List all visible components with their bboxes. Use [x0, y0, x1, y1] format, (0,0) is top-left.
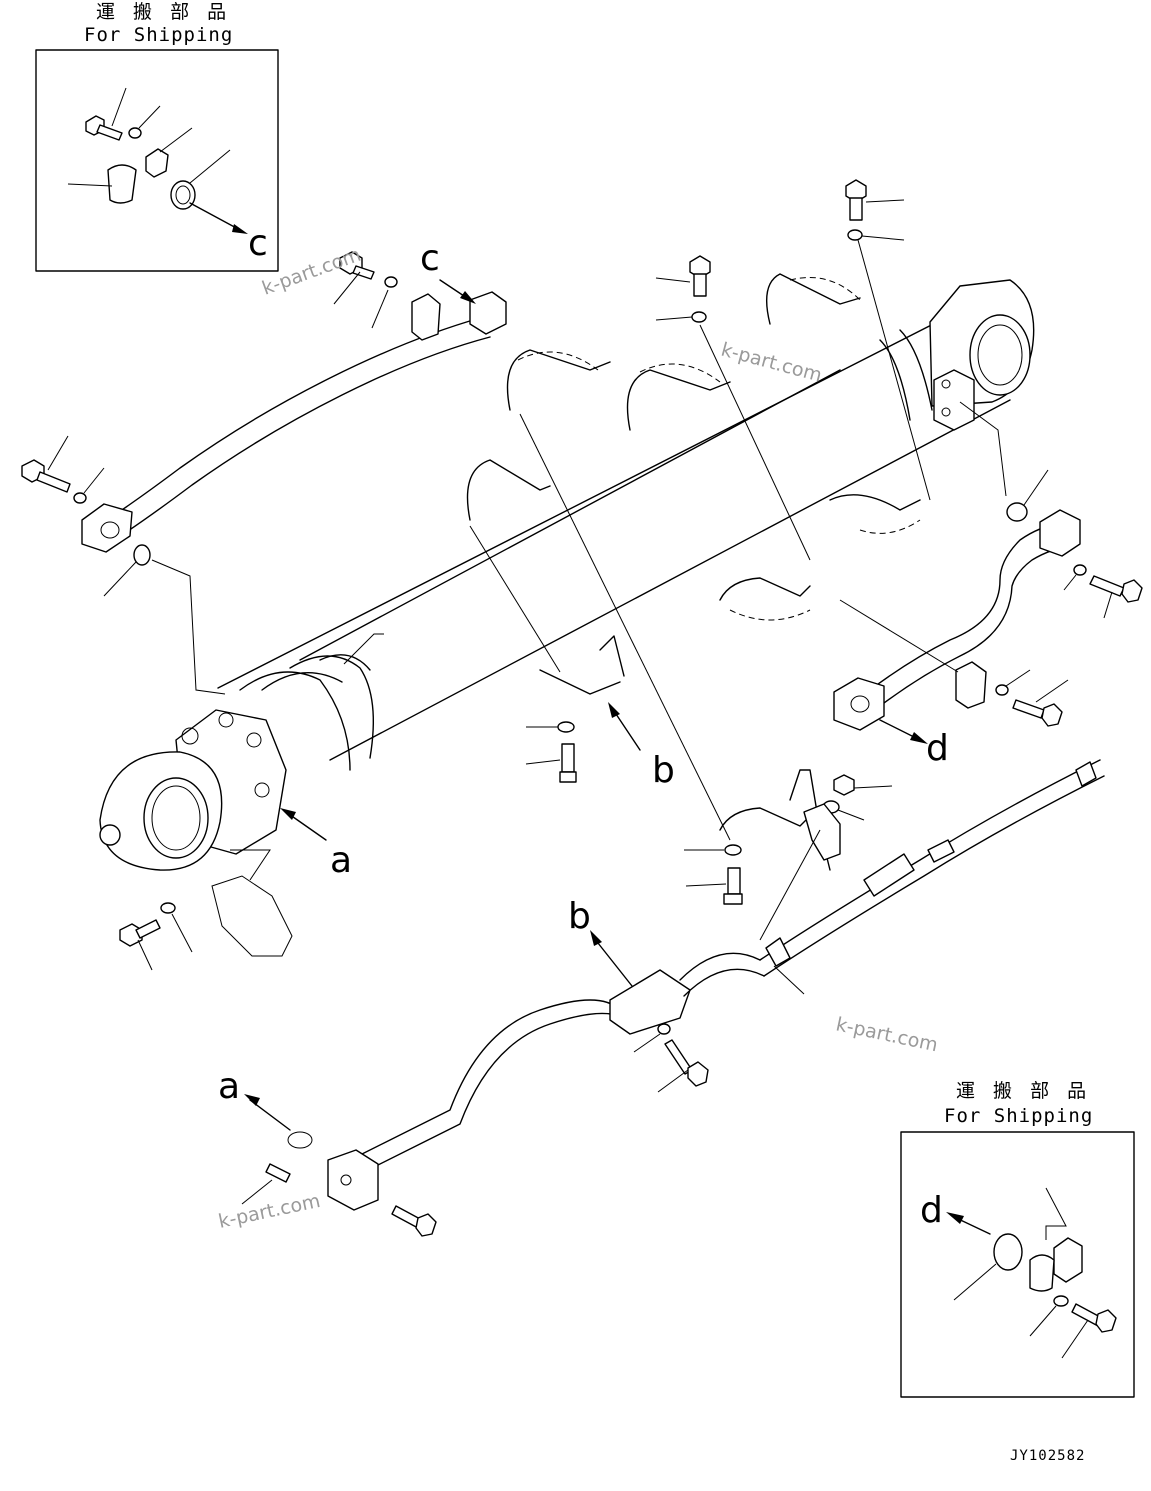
washer-icon	[724, 844, 742, 856]
hydraulic-cylinder	[99, 279, 1035, 871]
ref-letter-d-box: d	[920, 1190, 943, 1231]
bolt-icon	[561, 743, 575, 773]
flange-d-icon	[833, 677, 885, 731]
watermark-3: k-part.com	[834, 1013, 940, 1056]
arrow-to-c	[189, 202, 241, 231]
washer-icon	[1073, 564, 1087, 576]
elbow-fitting	[765, 937, 791, 967]
pin-icon	[265, 1163, 291, 1183]
washer-icon	[73, 492, 87, 504]
upper-tube	[81, 291, 507, 553]
bottom-eye-bushing	[969, 314, 1031, 396]
split-flange-icon	[1053, 1237, 1083, 1283]
bolt-icon	[1012, 699, 1045, 719]
o-ring-icon	[133, 544, 151, 566]
shipping-box-bottom-right: 運 搬 部 品 For Shipping d	[900, 1080, 1135, 1398]
ref-letter-c-box: c	[248, 223, 268, 264]
ref-letter-b-upper: b	[652, 750, 675, 791]
washer-icon	[557, 721, 575, 733]
shipping-label-en-bottom: For Shipping	[944, 1105, 1093, 1127]
hose-end-block	[327, 1149, 379, 1211]
bolt-icon	[664, 1039, 693, 1075]
split-flange-icon	[107, 164, 137, 204]
o-ring-icon	[993, 1233, 1023, 1271]
top-fitting-icon	[469, 291, 507, 335]
ref-letter-a-top: a	[330, 840, 352, 881]
washer-icon	[128, 127, 142, 139]
washer-icon	[657, 1023, 671, 1035]
shipping-box-frame	[900, 1131, 1135, 1398]
nut-icon	[833, 774, 855, 796]
hose-fitting	[863, 853, 915, 897]
o-ring-icon	[170, 180, 196, 210]
split-flange-icon	[145, 148, 169, 178]
shipping-label-jp-bottom: 運 搬 部 品	[956, 1080, 1092, 1102]
bolt-icon	[727, 867, 741, 895]
gasket-icon	[211, 875, 293, 957]
washer-icon	[847, 229, 863, 241]
clamp-bands	[466, 273, 921, 871]
flange-right-icon	[1039, 509, 1081, 557]
washer-icon	[1053, 1295, 1069, 1307]
bolt-icon	[845, 179, 867, 203]
washer-icon	[160, 902, 176, 914]
watermark-2: k-part.com	[719, 339, 825, 387]
drawing-code: JY102582	[1010, 1448, 1085, 1464]
flange-left-icon	[81, 503, 133, 553]
ref-letter-b-lower: b	[568, 896, 591, 937]
ref-letter-d-main: d	[926, 728, 949, 769]
clamp-bracket	[803, 803, 841, 861]
watermark-4: k-part.com	[216, 1190, 322, 1233]
bolt-icon	[1089, 575, 1125, 597]
split-flange-icon	[411, 293, 441, 341]
ref-letter-a-bottom: a	[218, 1066, 240, 1107]
shipping-box-frame	[35, 49, 279, 272]
o-ring-icon	[287, 1131, 313, 1149]
shipping-label-en-top: For Shipping	[84, 24, 233, 46]
washer-icon	[691, 311, 707, 323]
rod-eye-bushing	[143, 777, 209, 859]
washer-icon	[995, 684, 1009, 696]
bolt-icon	[689, 255, 711, 279]
hose-end	[1075, 761, 1097, 787]
bottom-port-flange	[933, 369, 975, 431]
hose-clamp-block	[609, 969, 691, 1035]
shipping-label-jp-top: 運 搬 部 品	[96, 1, 232, 23]
o-ring-icon	[1006, 502, 1028, 522]
bolt-icon	[85, 115, 123, 141]
washer-icon	[384, 276, 398, 288]
lower-hose	[327, 759, 1105, 1211]
lower-right-tube	[833, 509, 1081, 731]
split-flange-icon	[955, 661, 987, 709]
shipping-box-top-left: 運 搬 部 品 For Shipping c	[35, 1, 279, 272]
ref-letter-c-main: c	[420, 238, 440, 279]
split-flange-icon	[1029, 1254, 1055, 1292]
